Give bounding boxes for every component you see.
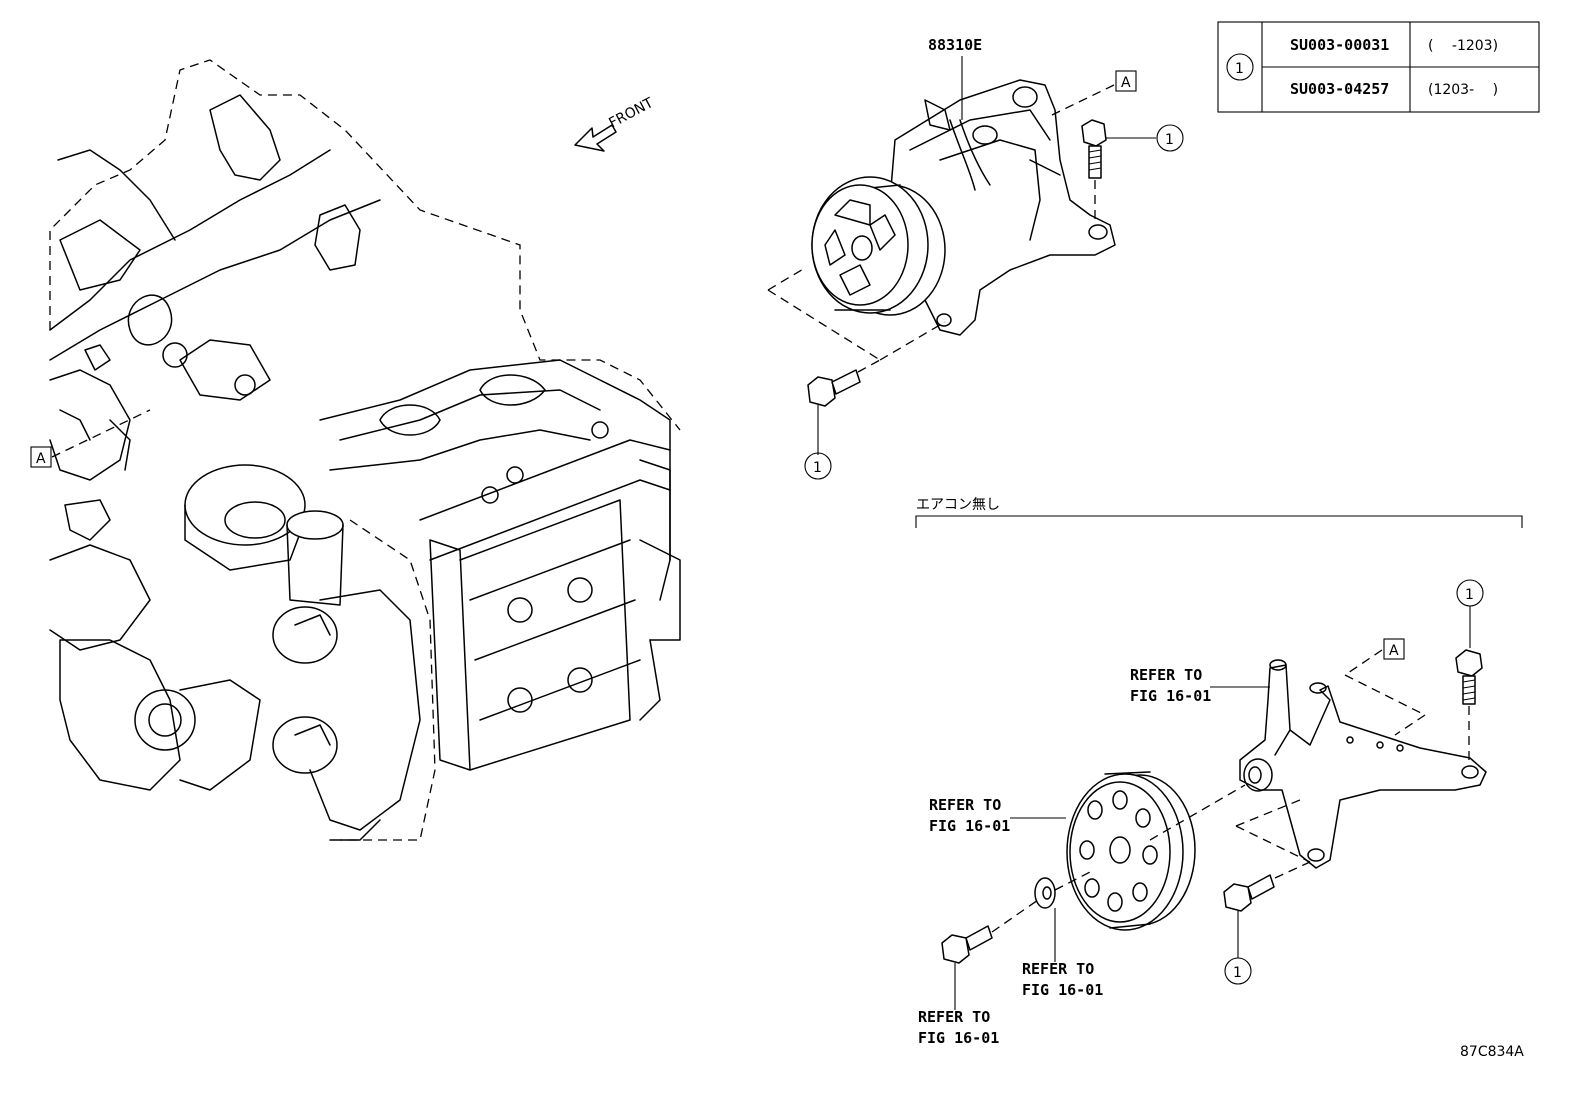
bracket-bolt-upper: 1 [1455,579,1484,760]
part-number-callout: 88310E [928,36,982,120]
table-row-1-range: ( -1203) [1428,38,1498,54]
section-title: エアコン無し [916,497,1000,513]
idler-bracket [1239,659,1487,869]
without-ac-section: エアコン無し [915,497,1523,528]
svg-text:1: 1 [1165,132,1174,148]
svg-text:REFER TO: REFER TO [1130,666,1202,684]
refer-to-label-pulley: REFER TO FIG 16-01 [929,796,1066,835]
compressor-bolt-lower: 1 [767,267,946,480]
idler-pulley [1066,771,1246,931]
svg-text:FIG 16-01: FIG 16-01 [1130,687,1211,705]
refer-to-label-bracket: REFER TO FIG 16-01 [1130,666,1270,705]
pulley-washer [1034,871,1091,962]
part-number-label: 88310E [928,36,982,54]
front-direction-arrow: FRONT [574,95,656,152]
compressor-bolt-upper: 1 [1081,119,1184,225]
ac-compressor [811,79,1116,336]
svg-text:A: A [1389,643,1399,659]
svg-text:REFER TO: REFER TO [918,1008,990,1026]
svg-text:A: A [36,451,46,467]
refer-to-label-bolt: REFER TO FIG 16-01 [918,1008,999,1047]
svg-text:1: 1 [813,460,822,476]
bracket-ref-marker-a: A [1344,638,1426,736]
compressor-ref-marker-a: A [1051,70,1137,116]
front-label: FRONT [606,95,656,132]
pulley-bolt [941,899,1039,1010]
engine-illustration [49,59,681,841]
svg-text:REFER TO: REFER TO [929,796,1001,814]
bracket-bolt-lower: 1 [1223,799,1311,985]
table-callout: 1 [1235,61,1244,77]
svg-text:FIG 16-01: FIG 16-01 [1022,981,1103,999]
engine-ref-marker-a: A [30,409,151,468]
table-row-1-part: SU003-00031 [1290,36,1389,54]
svg-text:1: 1 [1233,965,1242,981]
svg-text:FIG 16-01: FIG 16-01 [929,817,1010,835]
svg-text:A: A [1121,75,1131,91]
svg-text:1: 1 [1465,587,1474,603]
parts-table: 1 SU003-00031 ( -1203) SU003-04257 (1203… [1217,21,1540,113]
svg-text:FIG 16-01: FIG 16-01 [918,1029,999,1047]
figure-code: 87C834A [1460,1044,1524,1060]
svg-text:REFER TO: REFER TO [1022,960,1094,978]
table-row-2-range: (1203- ) [1428,82,1498,98]
refer-to-label-washer: REFER TO FIG 16-01 [1022,960,1103,999]
table-row-2-part: SU003-04257 [1290,80,1389,98]
